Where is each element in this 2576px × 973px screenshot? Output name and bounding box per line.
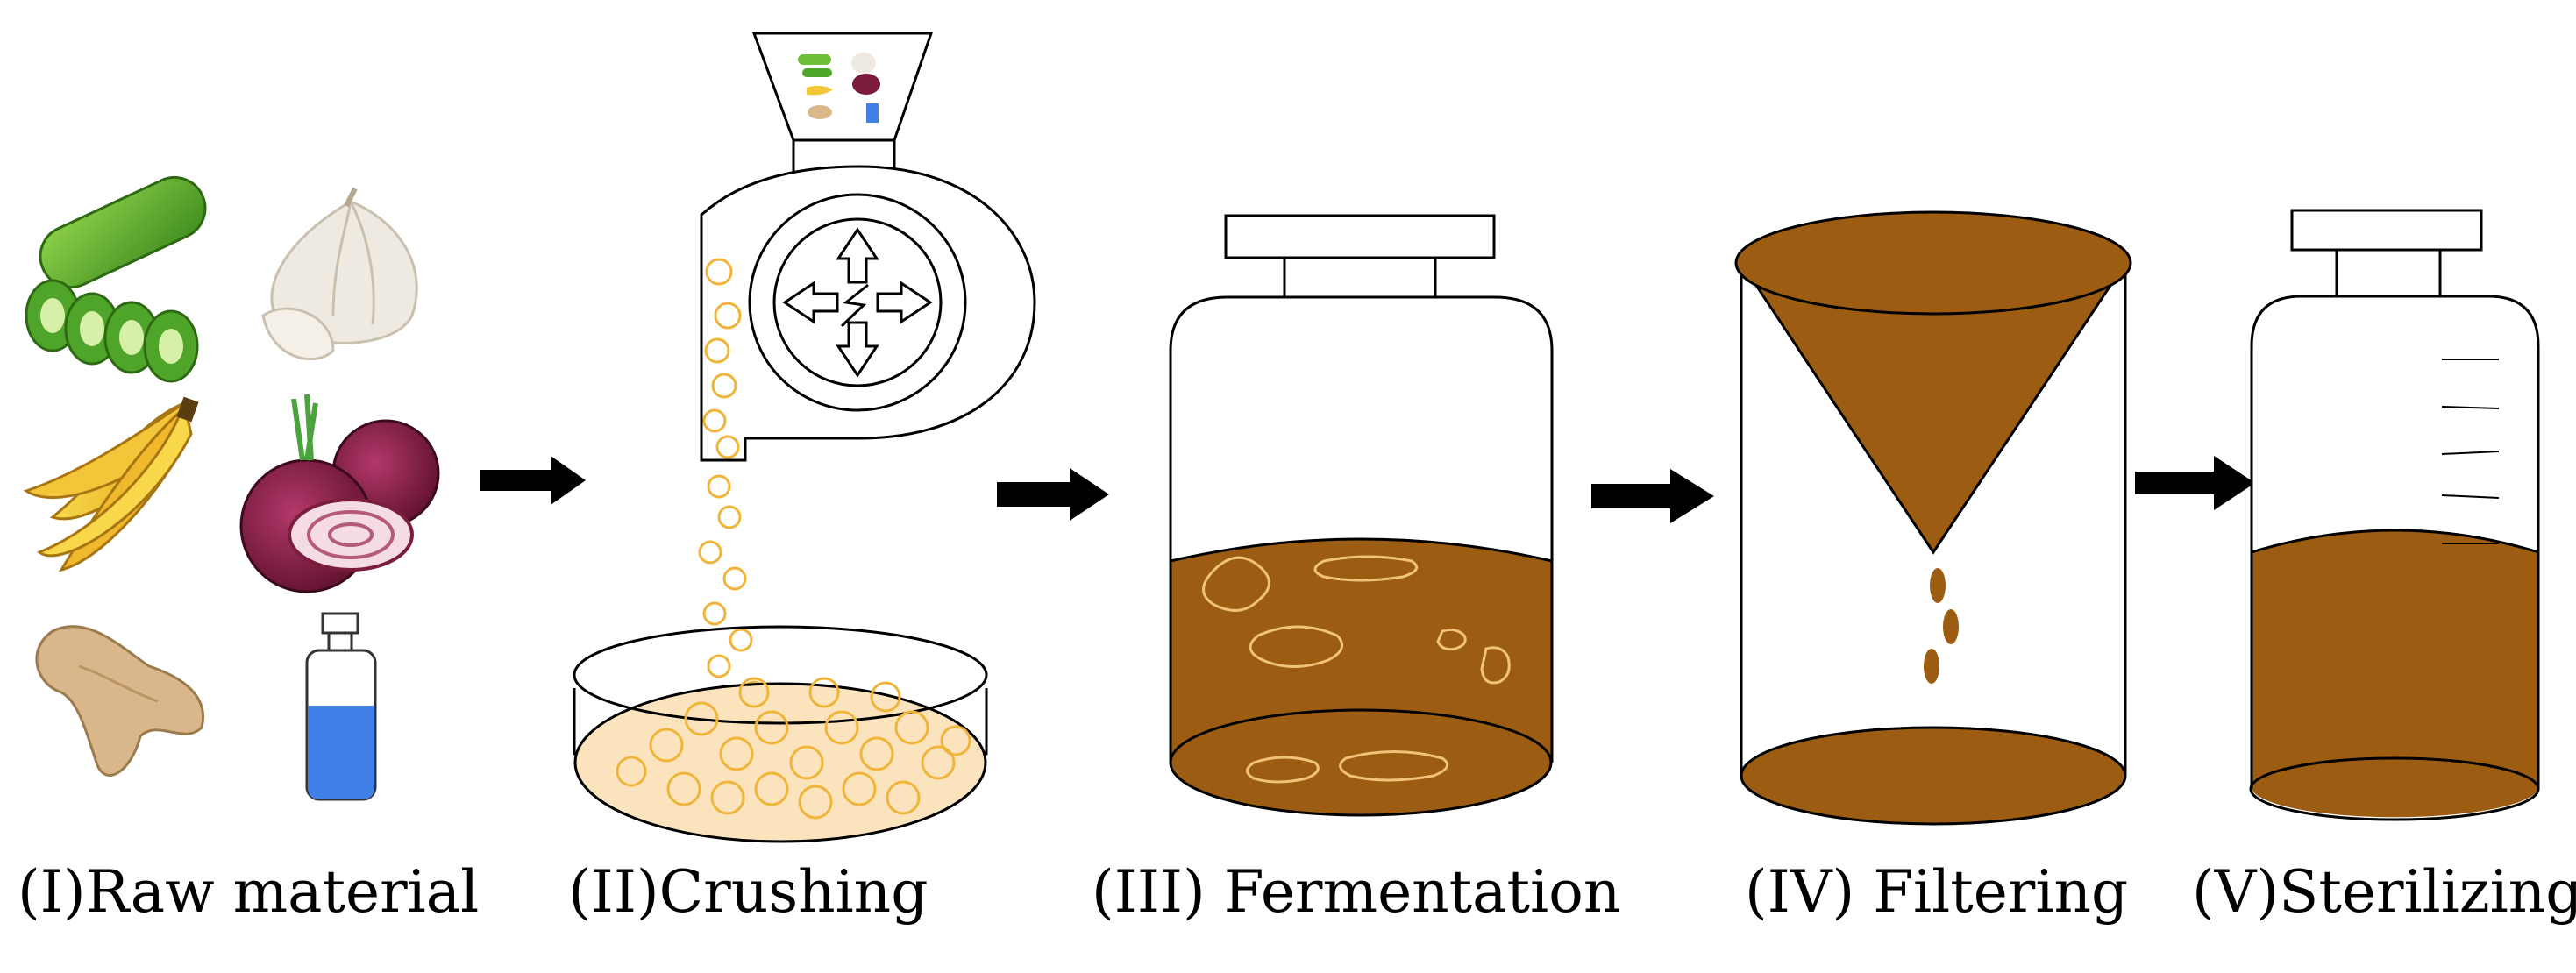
falling-drops (1924, 568, 1959, 684)
process-arrow (480, 456, 586, 505)
bottle-water (308, 706, 374, 799)
stage-label-crushing: (II)Crushing (568, 858, 929, 926)
stage-label-fermentation: (III) Fermentation (1092, 858, 1621, 926)
process-arrow (2135, 456, 2255, 510)
process-arrow (997, 468, 1109, 521)
stage-label-filtering: (IV) Filtering (1745, 858, 2129, 926)
bitter-melon-icon (25, 176, 207, 383)
garlic-icon (261, 187, 418, 361)
stage-label-sterilizing: (V)Sterilizing (2192, 858, 2576, 926)
banana-peel-icon (23, 396, 199, 572)
ginger-icon (35, 625, 205, 777)
sterilized-bottle (2249, 209, 2540, 821)
hopper-ingredients (798, 53, 880, 123)
fermentation-jar (1169, 214, 1554, 817)
process-arrow (1591, 469, 1714, 523)
measurement-marks (2441, 359, 2500, 544)
water-bottle-icon (305, 612, 377, 801)
crushing-machine-icon (700, 32, 1036, 462)
raw-materials-group (23, 176, 440, 801)
particle-basin (573, 625, 988, 843)
filtering-vessel (1734, 210, 2132, 826)
red-onion-icon (239, 394, 440, 593)
stage-label-raw-material: (I)Raw material (18, 858, 480, 926)
